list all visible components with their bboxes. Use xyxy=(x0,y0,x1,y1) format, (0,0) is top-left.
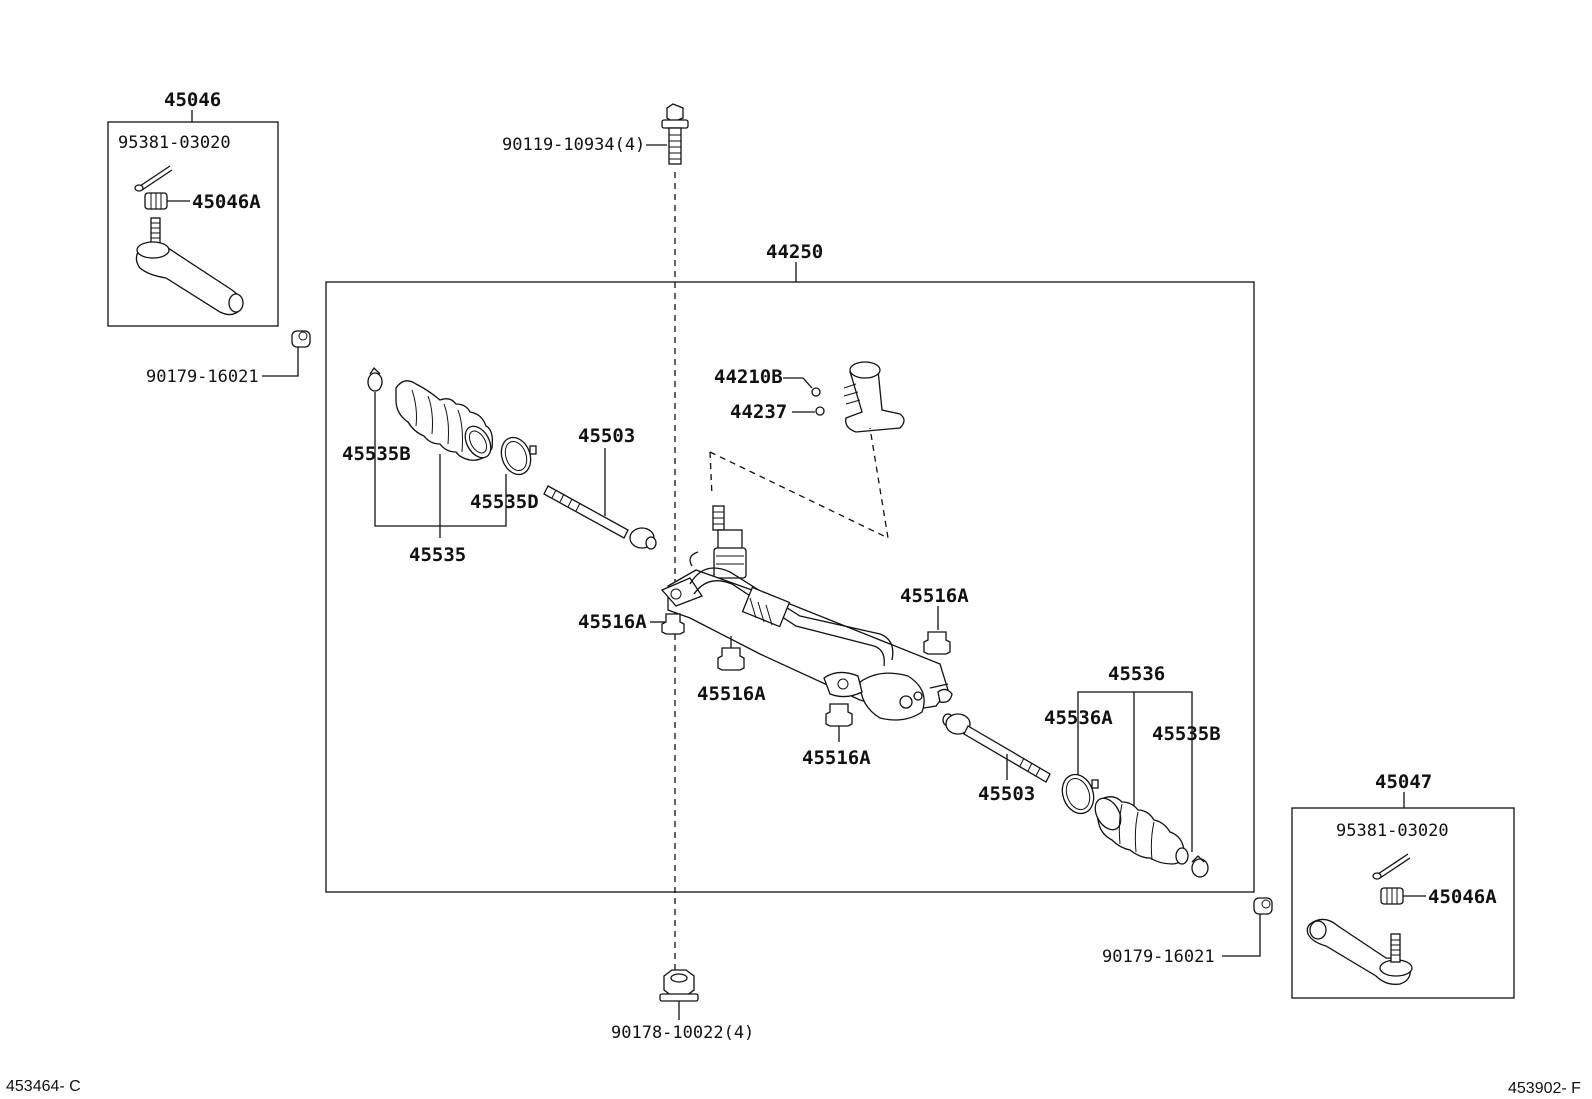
label-45535[interactable]: 45535 xyxy=(409,544,466,566)
screw-44210b-icon xyxy=(811,387,821,397)
tie-rod-end-right-icon xyxy=(1306,918,1413,985)
label-45046a-right[interactable]: 45046A xyxy=(1428,886,1497,908)
tie-rod-right-group: 45503 xyxy=(942,713,1051,805)
label-45503-right[interactable]: 45503 xyxy=(978,783,1035,805)
castle-nut-right-icon xyxy=(1380,887,1404,905)
footer-code-right: 453902- F xyxy=(1508,1080,1581,1097)
grommet-2-icon xyxy=(923,631,951,655)
grommet-4-icon xyxy=(825,703,853,727)
tie-rod-end-right-group: 45047 95381-03020 45046A xyxy=(1291,771,1515,999)
label-45046[interactable]: 45046 xyxy=(164,89,221,111)
label-90179-16021-left[interactable]: 90179-16021 xyxy=(146,367,259,387)
dust-boot-left-icon xyxy=(395,380,494,461)
label-45516a-3[interactable]: 45516A xyxy=(697,683,766,705)
bolt-top-group: 90119-10934(4) xyxy=(502,103,689,165)
label-45046a-left[interactable]: 45046A xyxy=(192,191,261,213)
housing-cover-group: 44210B 44237 xyxy=(709,361,905,540)
label-95381-03020-left[interactable]: 95381-03020 xyxy=(118,133,231,153)
boot-kit-left-group: 45535B 45535D 45535 xyxy=(342,366,539,566)
fitting-44237-icon xyxy=(815,406,825,416)
band-right-icon xyxy=(1061,773,1099,815)
nut-left-group: 90179-16021 xyxy=(146,330,311,387)
label-45536a[interactable]: 45536A xyxy=(1044,707,1113,729)
label-45516a-1[interactable]: 45516A xyxy=(578,611,647,633)
flange-bolt-icon xyxy=(661,103,689,165)
cotter-pin-right-icon xyxy=(1372,853,1411,880)
label-90178-10022[interactable]: 90178-10022(4) xyxy=(611,1023,754,1043)
tie-rod-end-left-group: 45046 95381-03020 45046A xyxy=(107,89,279,327)
flange-nut-bottom-icon xyxy=(659,969,699,1002)
nut-right-group: 90179-16021 xyxy=(1102,897,1273,967)
cotter-pin-left-icon xyxy=(134,165,173,192)
tie-rod-end-right-box xyxy=(1291,807,1515,999)
grommets-group: 45516A 45516A 45516A 45516A xyxy=(578,585,969,769)
label-45516a-4[interactable]: 45516A xyxy=(802,747,871,769)
label-45535d[interactable]: 45535D xyxy=(470,491,539,513)
clamp-right-icon xyxy=(1191,855,1209,878)
dust-boot-right-icon xyxy=(1094,796,1189,865)
clamp-left-icon xyxy=(367,366,383,392)
label-45536[interactable]: 45536 xyxy=(1108,663,1165,685)
pinion-housing-cover-icon xyxy=(843,361,905,433)
inner-tie-rod-right-icon xyxy=(942,713,1051,783)
label-44210b[interactable]: 44210B xyxy=(714,366,783,388)
band-left-icon xyxy=(500,436,537,476)
hex-nut-left-icon xyxy=(291,330,311,348)
grommet-1-icon xyxy=(661,613,685,635)
footer-code-left: 453464- C xyxy=(6,1078,81,1095)
hex-nut-right-icon xyxy=(1253,897,1273,915)
label-45535b-right[interactable]: 45535B xyxy=(1152,723,1221,745)
grommet-3-icon xyxy=(717,647,745,671)
tie-rod-end-left-icon xyxy=(135,217,244,316)
label-45503-left[interactable]: 45503 xyxy=(578,425,635,447)
steering-rack-body-icon xyxy=(660,505,953,721)
label-45047[interactable]: 45047 xyxy=(1375,771,1432,793)
tie-rod-end-left-box xyxy=(107,121,279,327)
inner-tie-rod-left-icon xyxy=(543,485,657,550)
tie-rod-left-group: 45503 xyxy=(543,425,657,550)
label-45516a-2[interactable]: 45516A xyxy=(900,585,969,607)
label-90179-16021-right[interactable]: 90179-16021 xyxy=(1102,947,1215,967)
label-45535b-left[interactable]: 45535B xyxy=(342,443,411,465)
label-90119-10934[interactable]: 90119-10934(4) xyxy=(502,135,645,155)
label-44237[interactable]: 44237 xyxy=(730,401,787,423)
steering-rack-box xyxy=(325,281,1255,893)
label-44250[interactable]: 44250 xyxy=(766,241,823,263)
label-95381-03020-right[interactable]: 95381-03020 xyxy=(1336,821,1449,841)
boot-kit-right-group: 45536 45536A 45535B xyxy=(1044,663,1221,878)
nut-bottom-group: 90178-10022(4) xyxy=(611,969,754,1043)
castle-nut-left-icon xyxy=(144,192,168,210)
